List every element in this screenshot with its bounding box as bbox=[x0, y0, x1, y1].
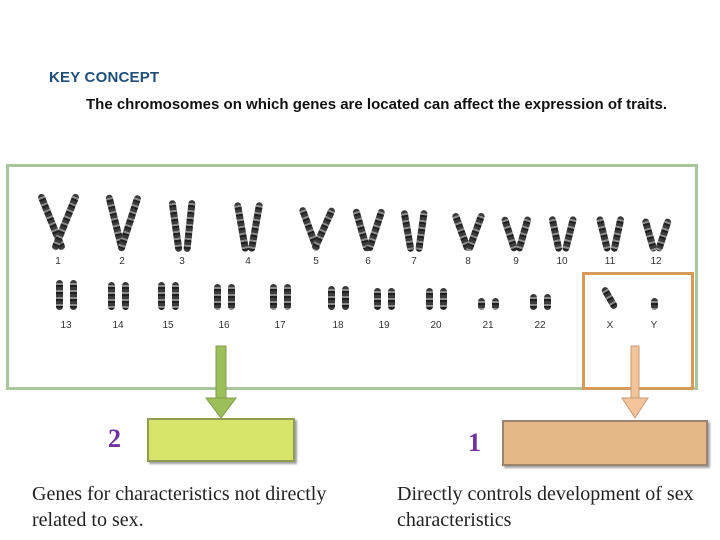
green-down-arrow bbox=[205, 345, 237, 419]
chromosome-label: 13 bbox=[60, 320, 72, 331]
chromosome-r2-5-2 bbox=[284, 284, 291, 310]
orange-down-arrow bbox=[621, 345, 649, 419]
chromosome-r2-2-1 bbox=[108, 282, 115, 310]
chromosome-r2-10-1 bbox=[530, 294, 537, 310]
chromosome-label: 2 bbox=[119, 256, 125, 267]
chromosome-label: 19 bbox=[378, 320, 390, 331]
chromosome-r2-6-2 bbox=[342, 286, 349, 310]
chromosome-label: 6 bbox=[365, 256, 371, 267]
chromosome-r2-7-2 bbox=[388, 288, 395, 310]
autosome-label-box[interactable] bbox=[147, 418, 295, 462]
chromosome-label: 15 bbox=[162, 320, 174, 331]
chromosome-r2-1-2 bbox=[70, 280, 77, 310]
chromosome-label: 14 bbox=[112, 320, 124, 331]
chromosome-label: X bbox=[606, 320, 614, 331]
chromosome-r2-9-1 bbox=[478, 298, 485, 310]
autosome-description: Genes for characteristics not directly r… bbox=[32, 483, 327, 531]
key-concept-heading: KEY CONCEPT bbox=[49, 69, 160, 86]
chromosome-label: 4 bbox=[245, 256, 251, 267]
chromosome-label: 3 bbox=[179, 256, 185, 267]
chromosome-label: 22 bbox=[534, 320, 546, 331]
y-chromosome bbox=[651, 298, 658, 310]
chromosome-r2-10-2 bbox=[544, 294, 551, 310]
chromosome-label: 9 bbox=[513, 256, 519, 267]
left-number-badge: 2 bbox=[108, 424, 121, 453]
chromosome-label: 5 bbox=[313, 256, 319, 267]
chromosome-label: 12 bbox=[650, 256, 662, 267]
chromosome-r2-2-2 bbox=[122, 282, 129, 310]
chromosome-r2-9-2 bbox=[492, 298, 499, 310]
chromosome-label: 21 bbox=[482, 320, 494, 331]
chromosome-label: Y bbox=[650, 320, 658, 331]
right-number-badge: 1 bbox=[468, 428, 481, 457]
chromosome-label: 1 bbox=[55, 256, 61, 267]
chromosome-label: 16 bbox=[218, 320, 230, 331]
chromosome-label: 20 bbox=[430, 320, 442, 331]
chromosome-r2-8-1 bbox=[426, 288, 433, 310]
chromosome-r2-6-1 bbox=[328, 286, 335, 310]
chromosome-label: 10 bbox=[556, 256, 568, 267]
chromosome-label: 7 bbox=[411, 256, 417, 267]
chromosome-r2-3-1 bbox=[158, 282, 165, 310]
chromosome-label: 8 bbox=[465, 256, 471, 267]
sex-chromosome-description: Directly controls development of sex cha… bbox=[397, 483, 694, 531]
chromosome-r2-4-2 bbox=[228, 284, 235, 310]
chromosome-r2-8-2 bbox=[440, 288, 447, 310]
chromosome-r2-1-1 bbox=[56, 280, 63, 310]
chromosome-r2-7-1 bbox=[374, 288, 381, 310]
chromosome-r2-5-1 bbox=[270, 284, 277, 310]
sex-chromosome-label-box[interactable] bbox=[502, 420, 708, 466]
chromosome-r2-4-1 bbox=[214, 284, 221, 310]
chromosome-label: 17 bbox=[274, 320, 286, 331]
chromosome-label: 18 bbox=[332, 320, 344, 331]
chromosome-r2-3-2 bbox=[172, 282, 179, 310]
concept-text: The chromosomes on which genes are locat… bbox=[86, 96, 667, 113]
chromosome-label: 11 bbox=[604, 256, 616, 267]
